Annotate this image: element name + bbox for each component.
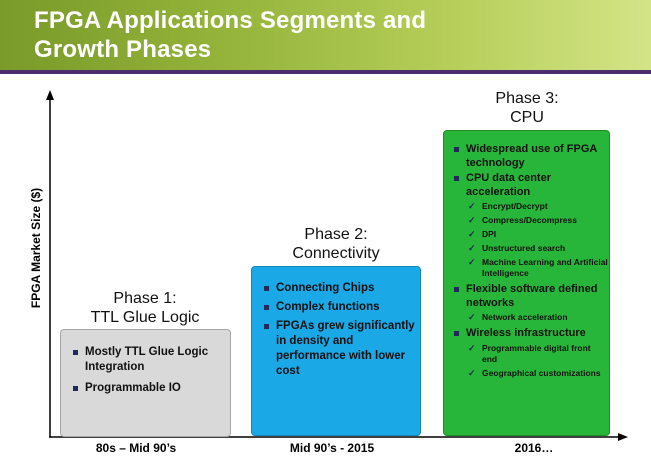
check-sub-bullet: DPI [466, 229, 608, 240]
phase-3-bullet-text: CPU data center acceleration [466, 172, 551, 198]
check-sub-bullet: Network acceleration [466, 312, 608, 323]
phase-2-bullets: Connecting Chips Complex functions FPGAs… [258, 281, 418, 383]
slide-title: FPGA Applications Segments and Growth Ph… [34, 7, 427, 63]
check-sub-bullet: Geographical customizations [466, 368, 608, 379]
phase-3-bullet: CPU data center acceleration Encrypt/Dec… [448, 172, 608, 279]
check-sub-bullet: Machine Learning and Artificial Intellig… [466, 257, 608, 279]
phase-3-bullet: Wireless infrastructure Programmable dig… [448, 327, 608, 379]
phase-2-box: Connecting Chips Complex functions FPGAs… [251, 266, 421, 436]
period-label-phase-3: 2016… [514, 441, 554, 455]
phase-2-bullet: Connecting Chips [258, 281, 418, 296]
banner-divider [0, 70, 651, 74]
phase-3-bullet: Widespread use of FPGA technology [448, 143, 608, 170]
phase-1-title: Phase 1: TTL Glue Logic [90, 290, 200, 326]
check-sub-bullet: Programmable digital front end [466, 343, 608, 365]
phase-3-box: Widespread use of FPGA technology CPU da… [443, 130, 610, 436]
period-label-phase-2: Mid 90’s - 2015 [289, 441, 375, 455]
period-label-phase-1: 80s – Mid 90’s [95, 441, 177, 455]
phase-2-title: Phase 2: Connectivity [292, 226, 380, 262]
phase-3-bullet: Flexible software defined networks Netwo… [448, 283, 608, 323]
check-sub-bullet: Compress/Decompress [466, 215, 608, 226]
check-sub-bullet: Encrypt/Decrypt [466, 201, 608, 212]
phase-1-bullet: Mostly TTL Glue Logic Integration [67, 345, 225, 375]
title-banner: FPGA Applications Segments and Growth Ph… [0, 0, 651, 70]
y-axis-arrow [46, 90, 54, 100]
y-axis-label: FPGA Market Size ($) [29, 187, 43, 309]
phase-3-bullets: Widespread use of FPGA technology CPU da… [448, 143, 608, 379]
x-axis-arrow [618, 433, 628, 441]
phase-3-bullet-text: Wireless infrastructure [466, 327, 586, 339]
check-sub-bullet: Unstructured search [466, 243, 608, 254]
phase-2-bullet: Complex functions [258, 300, 418, 315]
phase-3-bullet-text: Flexible software defined networks [466, 283, 598, 309]
phase-3-sub-bullets: Programmable digital front end Geographi… [466, 343, 608, 379]
phase-2-bullet: FPGAs grew significantly in density and … [258, 319, 418, 379]
phase-3-bullet-text: Widespread use of FPGA technology [466, 143, 597, 169]
phase-1-bullets: Mostly TTL Glue Logic Integration Progra… [67, 345, 225, 402]
phase-3-sub-bullets: Encrypt/Decrypt Compress/Decompress DPI … [466, 201, 608, 279]
phase-3-sub-bullets: Network acceleration [466, 312, 608, 323]
phase-1-bullet: Programmable IO [67, 381, 225, 396]
phase-1-box: Mostly TTL Glue Logic Integration Progra… [60, 329, 231, 437]
